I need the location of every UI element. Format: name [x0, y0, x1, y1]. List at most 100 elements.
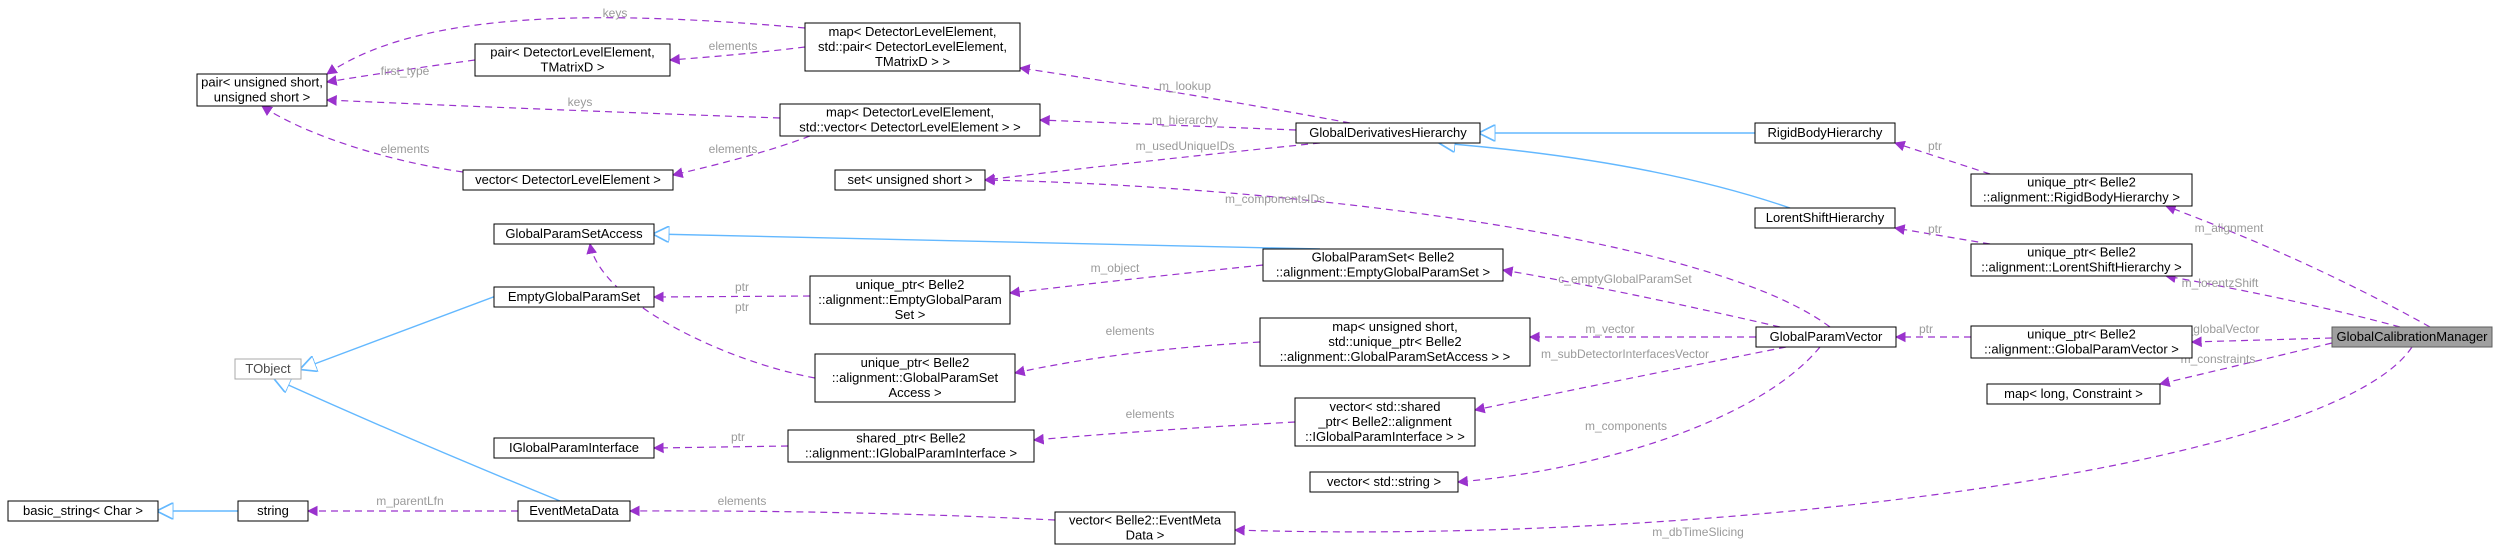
node-map-dle-pair[interactable]: map< DetectorLevelElement,std::pair< Det… — [804, 22, 1021, 72]
node-label: ::IGlobalParamInterface > > — [1305, 429, 1465, 444]
usage-arrow — [326, 17, 806, 75]
node-label: vector< std::shared — [1330, 399, 1441, 414]
node-box — [493, 437, 655, 459]
edge-label: m_parentLfn — [376, 494, 443, 508]
node-box — [7, 500, 159, 522]
node-label: basic_string< Char > — [23, 503, 143, 518]
usage-edge-m_alignment: m_alignment — [2164, 204, 2431, 328]
edge-label: elements — [709, 142, 758, 156]
node-label: ::alignment::RigidBodyHierarchy > — [1983, 190, 2180, 205]
edge-label: first_type — [381, 64, 430, 78]
node-pair-dle[interactable]: pair< DetectorLevelElement,TMatrixD > — [474, 43, 671, 77]
node-box — [1054, 511, 1236, 545]
node-box — [474, 43, 671, 77]
usage-edge-m_hierarchy: m_hierarchy — [1038, 113, 1297, 131]
node-vec-string[interactable]: vector< std::string > — [1309, 471, 1459, 493]
usage-edge-m_subDetectorInterfacesVector: m_subDetectorInterfacesVector — [1473, 346, 1787, 414]
edge-label: ptr — [731, 430, 745, 444]
usage-arrow — [1038, 114, 1297, 131]
usage-edge-m_componentsIDs: m_componentsIDs — [983, 174, 1831, 328]
edge-label: ptr — [1919, 322, 1933, 336]
node-label: Set > — [895, 307, 926, 322]
node-label: LorentShiftHierarchy — [1766, 210, 1885, 225]
node-up-egps[interactable]: unique_ptr< Belle2::alignment::EmptyGlob… — [809, 275, 1011, 325]
node-gpv[interactable]: GlobalParamVector — [1755, 326, 1897, 348]
usage-arrow — [671, 135, 811, 179]
node-lsh[interactable]: LorentShiftHierarchy — [1754, 207, 1896, 229]
node-label: GlobalParamVector — [1770, 329, 1883, 344]
usage-arrow — [1501, 266, 1781, 328]
node-set-us[interactable]: set< unsigned short > — [834, 169, 986, 191]
usage-edge-m_constraints: m_constraints — [2158, 342, 2333, 387]
usage-edge-ptr_rbh: ptr — [1893, 139, 1991, 175]
node-box — [493, 286, 655, 308]
usage-arrow — [586, 242, 816, 379]
node-gps-empty[interactable]: GlobalParamSet< Belle2::alignment::Empty… — [1262, 248, 1504, 282]
usage-edge-elements_vec: elements — [671, 135, 811, 179]
node-map-gpsa[interactable]: map< unsigned short,std::unique_ptr< Bel… — [1259, 317, 1531, 367]
node-label: map< unsigned short, — [1332, 319, 1457, 334]
edge-label: m_componentsIDs — [1225, 192, 1325, 206]
usage-arrow — [983, 174, 1831, 328]
node-igpi[interactable]: IGlobalParamInterface — [493, 437, 655, 459]
usage-edge-ptr_gpv: ptr — [1894, 322, 1971, 343]
node-up-rbh[interactable]: unique_ptr< Belle2::alignment::RigidBody… — [1970, 173, 2193, 207]
node-up-gpv[interactable]: unique_ptr< Belle2::alignment::GlobalPar… — [1970, 325, 2193, 359]
node-label: unique_ptr< Belle2 — [2027, 175, 2136, 190]
node-label: std::pair< DetectorLevelElement, — [818, 39, 1007, 54]
node-label: shared_ptr< Belle2 — [856, 431, 966, 446]
usage-arrow — [2164, 272, 2401, 328]
node-gcm[interactable]: GlobalCalibrationManager — [2331, 326, 2493, 348]
node-label: ::alignment::GlobalParamSet — [832, 370, 999, 385]
node-vec-dle[interactable]: vector< DetectorLevelElement > — [462, 169, 674, 191]
inheritance-edge-33 — [301, 286, 521, 369]
node-string[interactable]: string — [237, 500, 309, 522]
node-box — [1309, 471, 1459, 493]
inheritance-arrow — [301, 286, 521, 369]
edge-label: ptr — [1928, 222, 1942, 236]
node-map-dle-vec[interactable]: map< DetectorLevelElement,std::vector< D… — [779, 103, 1041, 137]
edge-label: elements — [381, 142, 430, 156]
node-label: map< DetectorLevelElement, — [828, 24, 996, 39]
node-up-lsh[interactable]: unique_ptr< Belle2::alignment::LorentShi… — [1970, 243, 2193, 277]
edge-label: keys — [603, 6, 628, 20]
node-label: vector< std::string > — [1327, 474, 1441, 489]
node-label: pair< unsigned short, — [201, 75, 323, 90]
node-vec-sp-igpi[interactable]: vector< std::shared_ptr< Belle2::alignme… — [1294, 397, 1476, 447]
node-basic-string[interactable]: basic_string< Char > — [7, 500, 159, 522]
edge-label: m_constraints — [2181, 352, 2256, 366]
node-box — [814, 353, 1016, 403]
usage-arrow — [1018, 64, 1351, 124]
node-gpsa[interactable]: GlobalParamSetAccess — [493, 223, 655, 245]
node-up-gpsa[interactable]: unique_ptr< Belle2::alignment::GlobalPar… — [814, 353, 1016, 403]
node-egps[interactable]: EmptyGlobalParamSet — [493, 286, 655, 308]
usage-arrow — [628, 505, 1056, 521]
usage-arrow — [1233, 346, 2413, 536]
usage-arrow — [2164, 204, 2431, 328]
node-box — [1986, 383, 2161, 405]
usage-edge-ptr_gpsa: ptr — [586, 242, 816, 379]
node-gdh[interactable]: GlobalDerivativesHierarchy — [1295, 122, 1481, 144]
node-tobject[interactable]: TObject — [234, 358, 302, 380]
usage-arrow — [983, 142, 1321, 185]
usage-arrow — [652, 442, 789, 454]
node-sp-igpi[interactable]: shared_ptr< Belle2::alignment::IGlobalPa… — [787, 429, 1035, 463]
node-vec-emd[interactable]: vector< Belle2::EventMetaData > — [1054, 511, 1236, 545]
usage-edge-elements_gpsa: elements — [1013, 324, 1261, 377]
node-label: vector< Belle2::EventMeta — [1069, 513, 1222, 528]
node-box — [1970, 243, 2193, 277]
node-emd[interactable]: EventMetaData — [517, 500, 631, 522]
edge-label: m_object — [1091, 261, 1140, 275]
usage-edge-first_type: first_type — [325, 59, 476, 86]
node-label: string — [257, 503, 289, 518]
node-map-constraint[interactable]: map< long, Constraint > — [1986, 383, 2161, 405]
node-rbh[interactable]: RigidBodyHierarchy — [1754, 122, 1896, 144]
edge-label: ptr — [735, 300, 749, 314]
node-box — [1754, 122, 1896, 144]
usage-edge-m_lookup: m_lookup — [1018, 64, 1351, 124]
node-box — [493, 223, 655, 245]
node-pair-us[interactable]: pair< unsigned short,unsigned short > — [196, 73, 328, 107]
node-label: TMatrixD > — [541, 60, 605, 75]
usage-edge-m_parentLfn: m_parentLfn — [306, 494, 518, 517]
node-label: unique_ptr< Belle2 — [2027, 245, 2136, 260]
